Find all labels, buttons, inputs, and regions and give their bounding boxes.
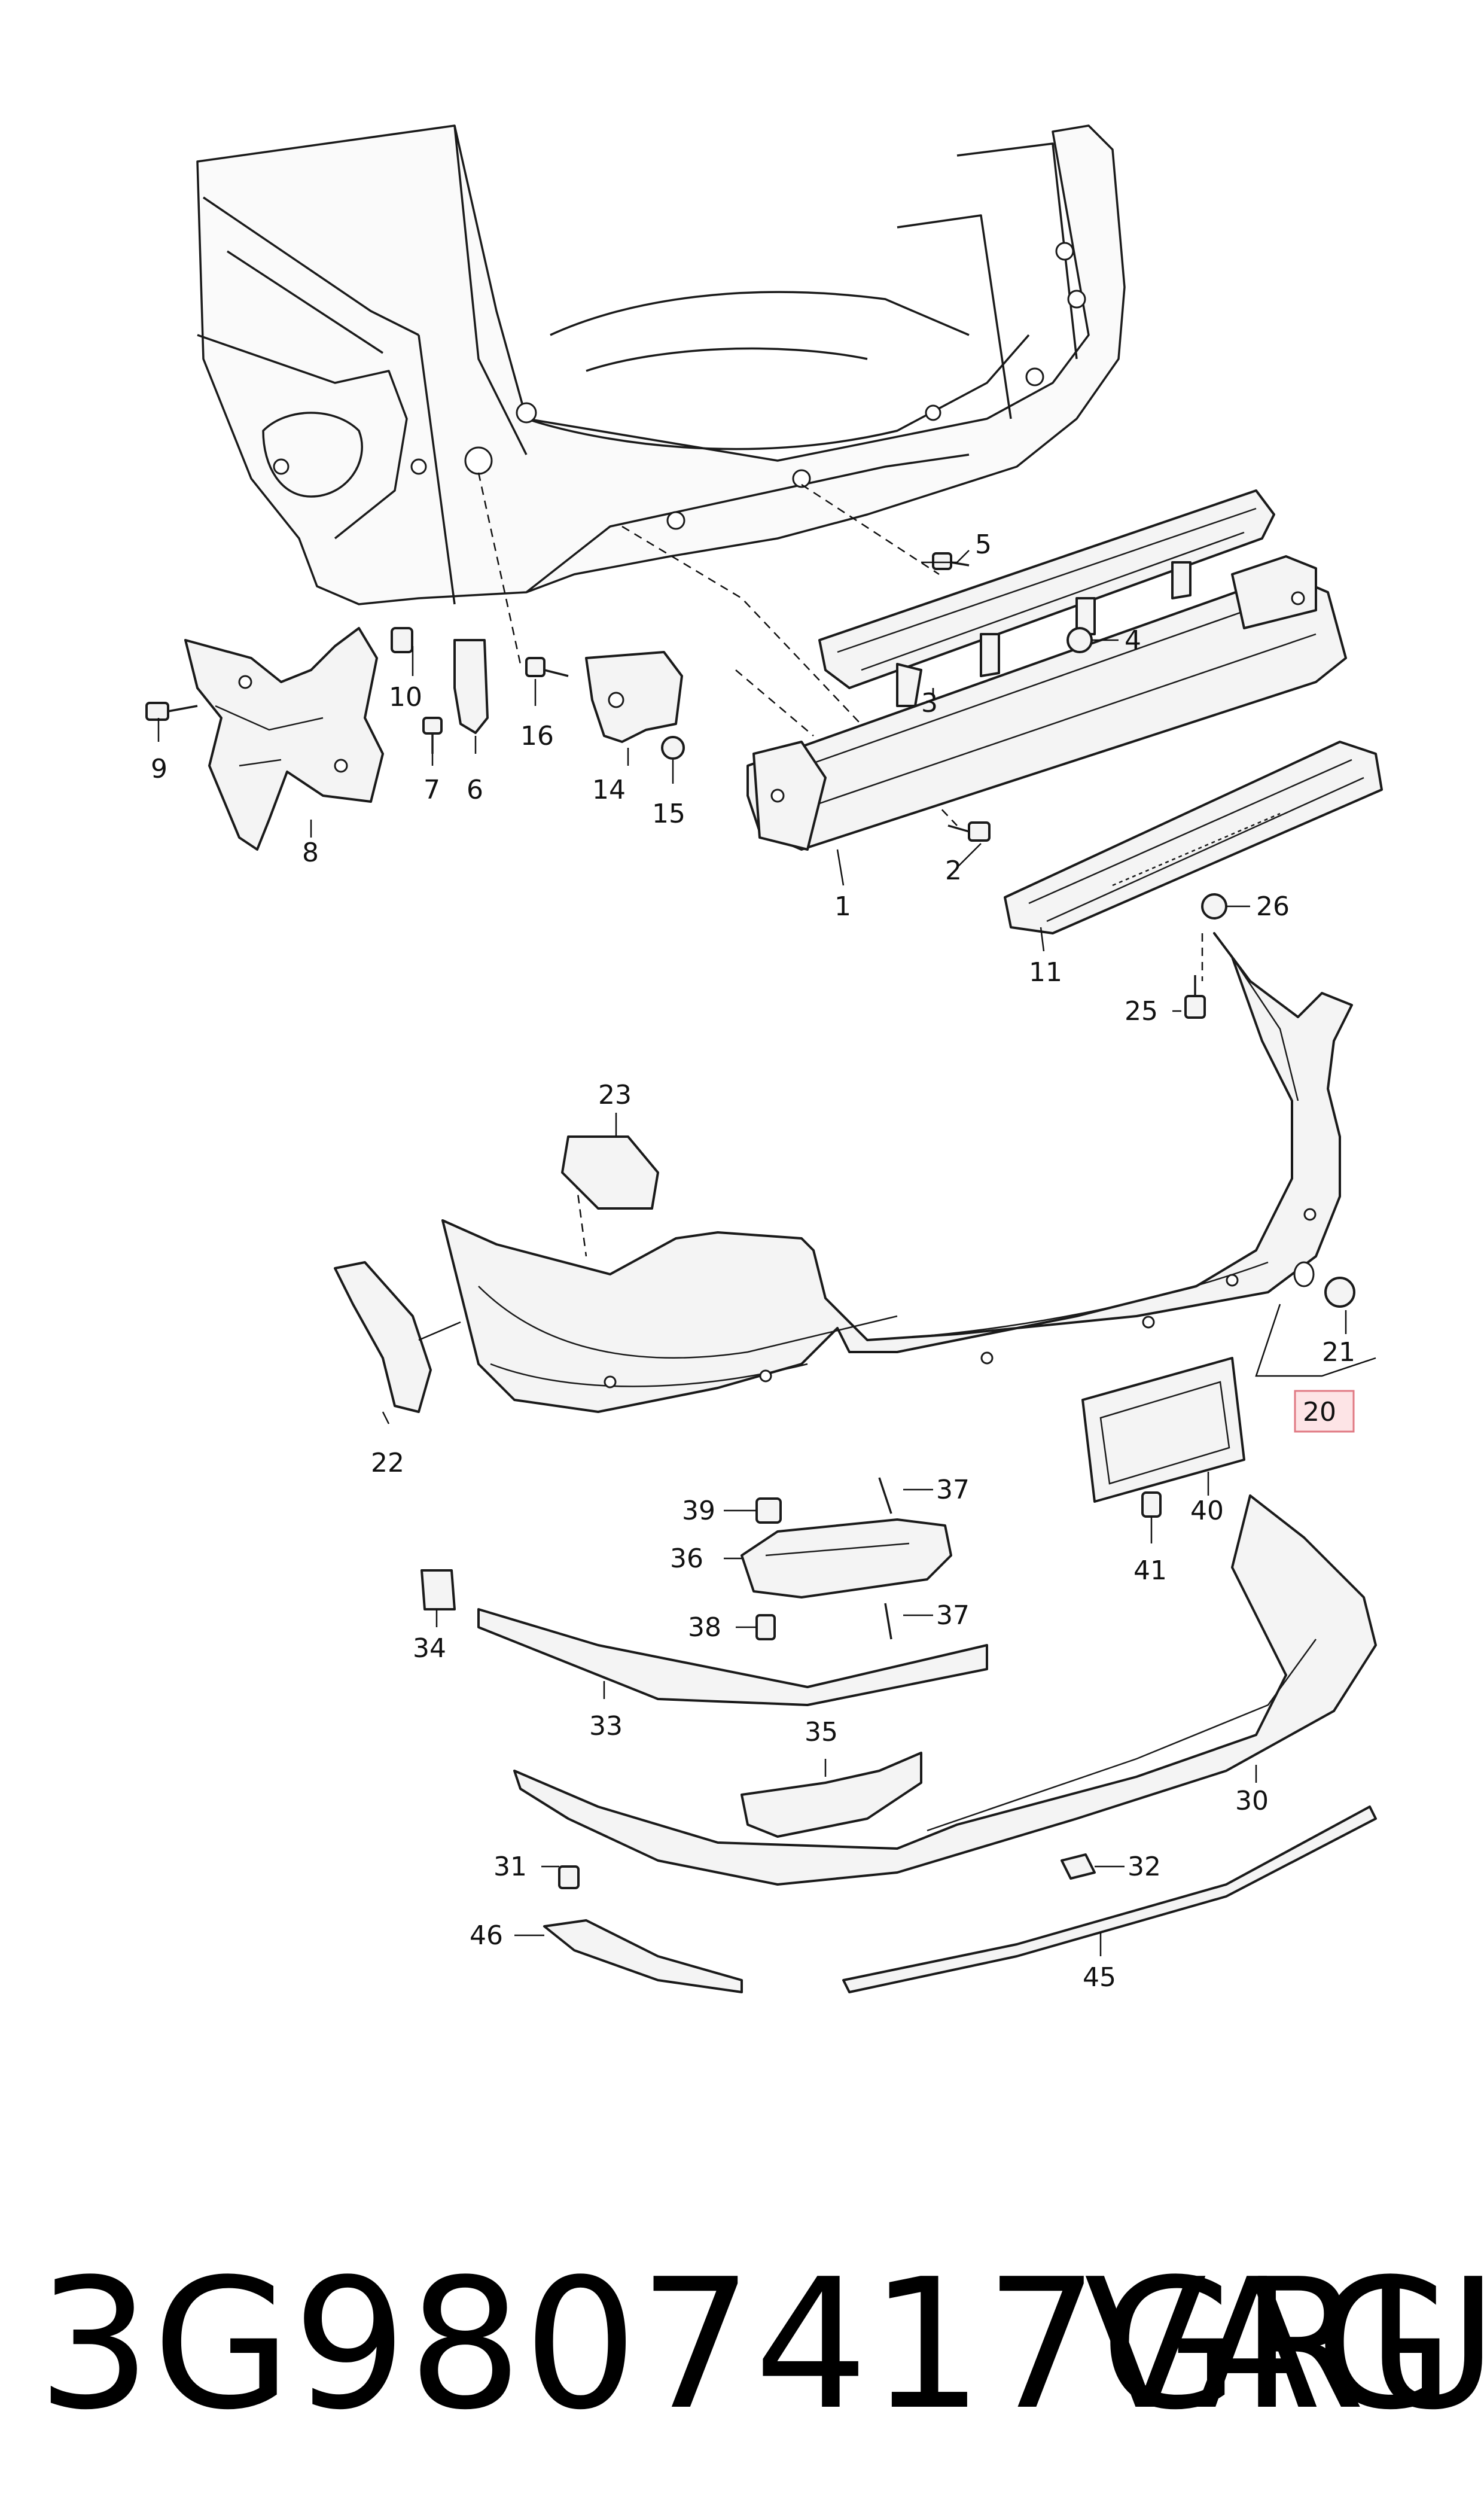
part-30-diffuser [513, 1494, 1377, 1886]
clip-26-icon [1201, 893, 1227, 919]
part-39-clip [755, 1497, 782, 1524]
part-20-bumper-cover [441, 932, 1353, 1413]
part-1-carrier [746, 555, 1347, 851]
callout-7: 7 [423, 775, 440, 805]
callout-36: 36 [670, 1543, 703, 1574]
callout-6: 6 [467, 775, 483, 805]
part-number-label: 3G9807417GRU [37, 2240, 1484, 2449]
callout-34: 34 [413, 1633, 446, 1664]
part-31-screw [558, 1865, 580, 1889]
callout-30: 30 [1235, 1786, 1269, 1816]
callout-26: 26 [1256, 891, 1290, 922]
part-21-cap [1324, 1277, 1355, 1308]
callout-21: 21 [1322, 1337, 1355, 1368]
callout-32: 32 [1128, 1852, 1161, 1882]
part-22-side-guide [334, 1261, 461, 1413]
callout-37b: 37 [936, 1600, 970, 1631]
nut-15-icon [661, 736, 685, 760]
callout-31: 31 [493, 1852, 527, 1882]
bracket-14-icon [585, 651, 683, 743]
part-8-side-bracket [184, 627, 384, 851]
callout-3: 3 [921, 688, 938, 718]
callout-20-highlight [1294, 1390, 1355, 1433]
callout-46: 46 [470, 1920, 503, 1951]
exploded-parts-diagram: 5 4 3 10 9 7 6 16 14 15 8 2 1 26 11 25 2… [145, 124, 1383, 1993]
part-33-trim-strip [477, 1608, 988, 1706]
bracket-6-icon [453, 639, 489, 734]
nut-4-icon [1066, 627, 1093, 653]
part-36-bracket [741, 1518, 952, 1599]
callout-37a: 37 [936, 1475, 970, 1505]
callout-8: 8 [302, 838, 319, 868]
nut-10-icon [391, 627, 413, 653]
callout-41: 41 [1133, 1555, 1167, 1586]
callout-38: 38 [688, 1612, 721, 1643]
callout-4: 4 [1125, 625, 1141, 656]
callout-39: 39 [682, 1496, 715, 1526]
callout-labels: 5 4 3 10 9 7 6 16 14 15 8 2 1 26 11 25 2… [151, 529, 1355, 1993]
callout-22: 22 [371, 1448, 404, 1478]
vehicle-rear-body [196, 124, 1126, 605]
callout-2: 2 [945, 855, 962, 886]
callout-25: 25 [1125, 996, 1158, 1027]
callout-14: 14 [592, 775, 626, 805]
callout-35: 35 [805, 1717, 838, 1747]
part-40-license-bracket [1081, 1357, 1245, 1503]
screw-16-icon [525, 657, 569, 677]
part-37-screws [878, 1477, 892, 1640]
part-41-rivet [1141, 1491, 1162, 1518]
part-11-foam [1004, 741, 1383, 934]
bolt-7-icon [422, 717, 443, 754]
part-38-screw [755, 1614, 776, 1640]
screw-9-icon [145, 702, 198, 721]
part-35-bracket [741, 1752, 922, 1838]
screw-25-icon [1184, 975, 1206, 1019]
part-46-trim [543, 1919, 743, 1993]
part-34-clip [420, 1569, 456, 1610]
callout-45: 45 [1083, 1962, 1116, 1993]
callout-9: 9 [151, 754, 167, 784]
brand-label: VAG [1084, 2240, 1454, 2449]
bolt-2-icon [947, 821, 991, 842]
callout-15: 15 [652, 799, 685, 829]
callout-16: 16 [520, 721, 554, 751]
leader-lines [157, 550, 1376, 1956]
part-32-clip [1061, 1853, 1096, 1880]
callout-11: 11 [1029, 957, 1062, 988]
callout-20: 20 [1303, 1397, 1336, 1427]
callout-33: 33 [589, 1711, 623, 1741]
callout-23: 23 [598, 1080, 632, 1110]
callout-10: 10 [389, 682, 422, 713]
part-23-pad [561, 1135, 659, 1210]
part-45-strip [842, 1805, 1377, 1993]
fasteners [145, 552, 1227, 1019]
callout-40: 40 [1190, 1496, 1224, 1526]
callout-1: 1 [834, 891, 851, 922]
callout-5: 5 [975, 529, 992, 560]
part-3-absorber [818, 489, 1275, 707]
